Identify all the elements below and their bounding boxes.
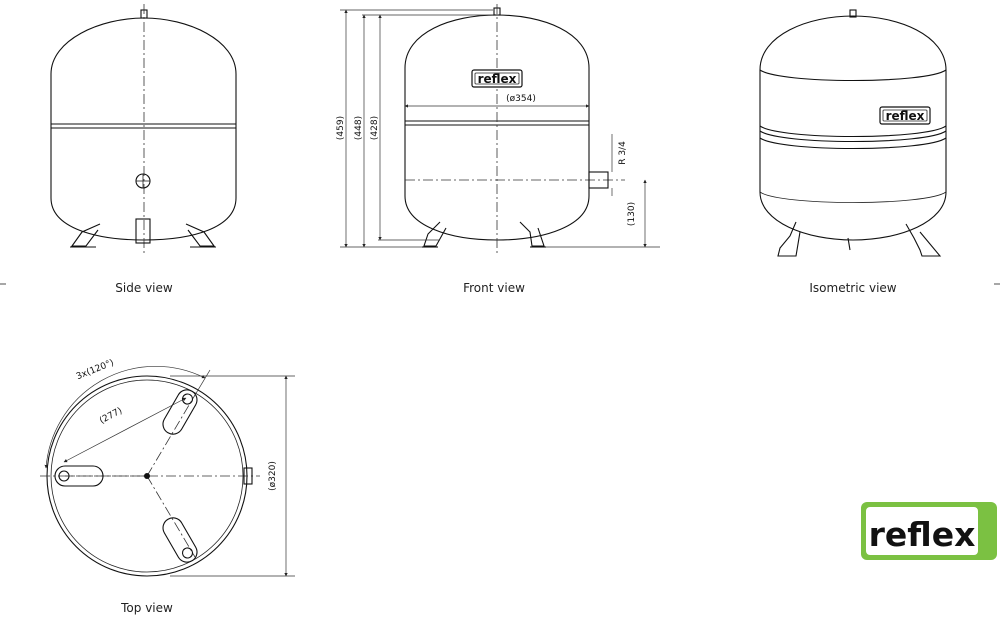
dim-height-total: (459) [336, 116, 346, 140]
dim-connection-height: (130) [627, 202, 637, 226]
front-view: reflex (ø354) (459) (448) (428) R 3/4 (1… [336, 4, 660, 295]
dim-diameter-top: (ø320) [268, 461, 278, 491]
reflex-logo: reflex [861, 502, 997, 560]
front-view-caption: Front view [463, 281, 525, 295]
top-view: 3x(120°) (277) (ø320) Top view [40, 358, 295, 615]
top-view-caption: Top view [120, 601, 173, 615]
dim-diameter-front: (ø354) [506, 94, 536, 104]
logo-text: reflex [869, 515, 976, 554]
dim-foot-circle: (277) [98, 406, 124, 426]
isometric-view: reflex Isometric view [759, 9, 947, 295]
dim-angle: 3x(120°) [75, 358, 116, 382]
side-view: Side view [50, 4, 237, 295]
vessel-badge-text: reflex [478, 72, 517, 86]
dim-height-shell: (428) [370, 116, 380, 140]
connection-thread-label: R 3/4 [618, 141, 628, 165]
dim-height-body: (448) [354, 116, 364, 140]
vessel-badge-text-iso: reflex [886, 109, 925, 123]
side-view-caption: Side view [115, 281, 173, 295]
vessel-badge-iso: reflex [879, 106, 931, 125]
isometric-view-caption: Isometric view [809, 281, 896, 295]
vessel-badge-front: reflex [471, 69, 523, 88]
